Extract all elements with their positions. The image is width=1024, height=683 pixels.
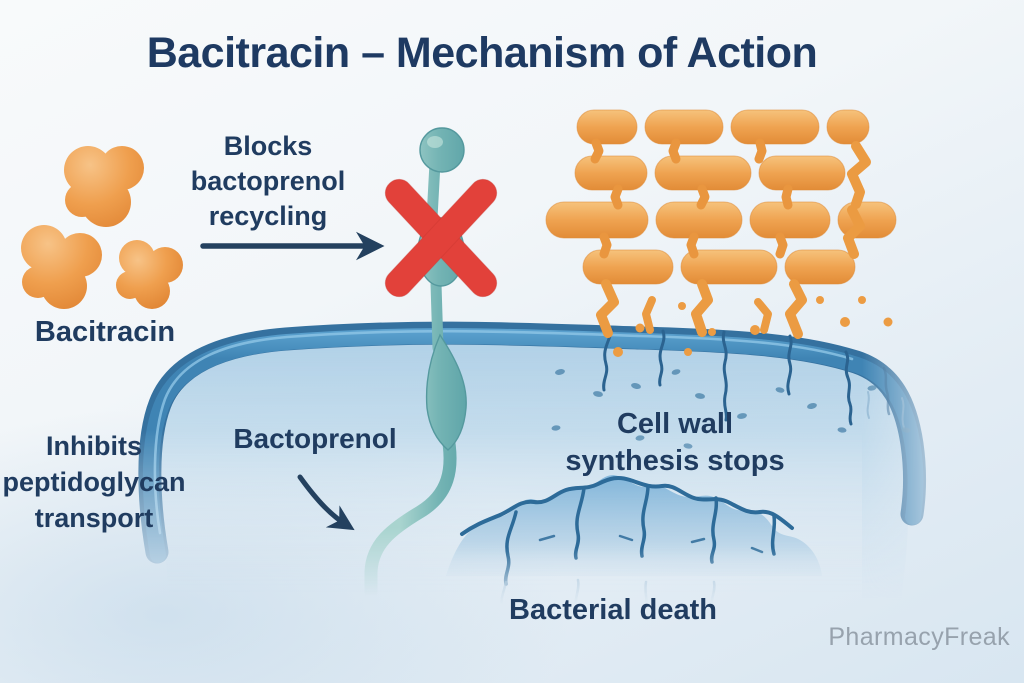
peptidoglycan-wall: [545, 109, 897, 357]
mound-cracks: [460, 475, 794, 610]
membrane-cracks: [602, 328, 905, 429]
wall-bricks: [545, 109, 897, 285]
wall-fragments: [596, 141, 871, 339]
label-bacterial-death: Bacterial death: [509, 594, 717, 626]
label-inhibits-transport: Inhibits peptidoglycan transport: [2, 431, 186, 533]
label-bacitracin: Bacitracin: [34, 316, 176, 348]
bacitracin-molecules: [21, 146, 183, 309]
label-cell-wall-stops: Cell wall synthesis stops: [565, 408, 785, 477]
watermark: PharmacyFreak: [828, 623, 1010, 651]
label-blocks-recycling: Blocks bactoprenol recycling: [190, 131, 346, 231]
bactoprenol-arrow: [297, 474, 355, 531]
carrier-highlight: [427, 136, 443, 148]
bacitracin-molecule: [116, 240, 183, 309]
wall-crosslinks: [590, 138, 793, 259]
label-bactoprenol: Bactoprenol: [233, 423, 397, 454]
carrier-stalk: [430, 278, 444, 354]
wall-debris-dots: [613, 296, 893, 357]
mound-body: [446, 475, 822, 576]
dying-cell-mound: [446, 475, 822, 610]
interior-speckles: [551, 369, 911, 449]
bacitracin-molecule: [21, 225, 102, 309]
bacitracin-molecule: [64, 146, 144, 227]
carrier-head: [419, 127, 465, 173]
page-title: Bacitracin – Mechanism of Action: [146, 29, 818, 77]
carrier-neck-upper: [426, 157, 441, 224]
carrier-tail: [364, 425, 457, 599]
carrier-teardrop: [425, 333, 467, 451]
red-x-icon: [384, 178, 498, 298]
